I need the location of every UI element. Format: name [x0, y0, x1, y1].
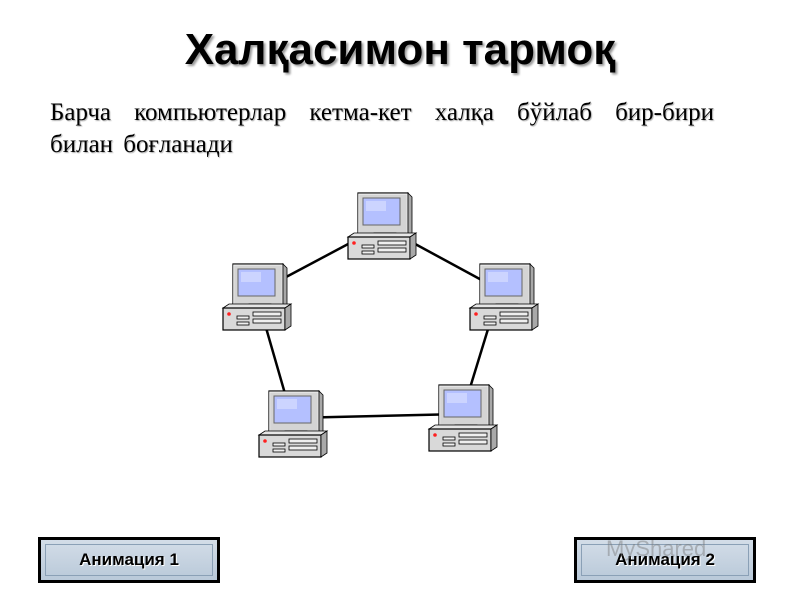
slide-description: Барча компьютерлар кетма-кет халқа бўйла… — [50, 99, 714, 158]
computer-node-bottom-left — [258, 390, 328, 458]
computer-node-right — [469, 263, 539, 331]
computer-node-left — [222, 263, 292, 331]
slide-title: Халқасимон тармоқ — [184, 25, 616, 74]
computer-node-top — [347, 192, 417, 260]
animation-1-label: Анимация 1 — [79, 550, 179, 569]
animation-2-button[interactable]: Анимация 2 — [574, 537, 756, 583]
animation-2-label: Анимация 2 — [615, 550, 715, 569]
computer-node-bottom-right — [428, 384, 498, 452]
animation-1-button[interactable]: Анимация 1 — [38, 537, 220, 583]
